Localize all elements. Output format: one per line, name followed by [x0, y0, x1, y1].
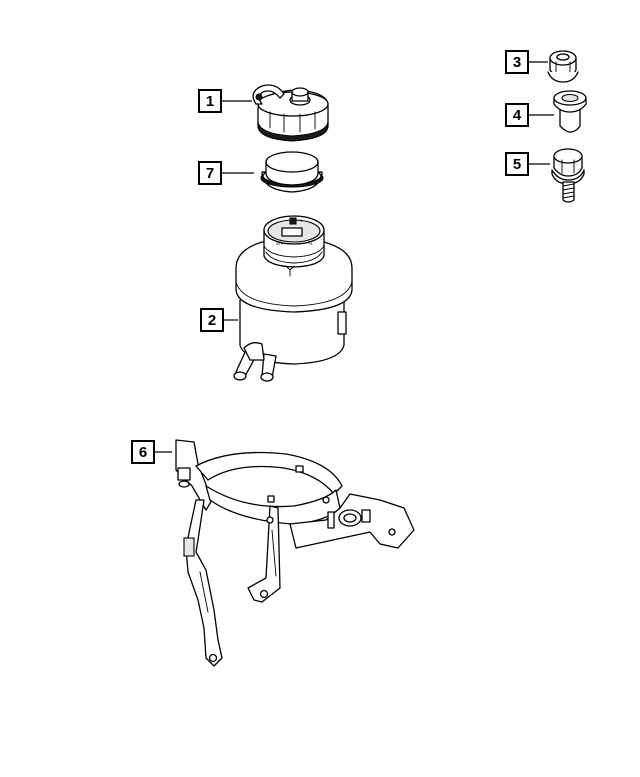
callout-6: 6 — [131, 440, 172, 464]
callout-5: 5 — [505, 152, 550, 176]
callout-2-label: 2 — [208, 312, 216, 329]
callout-5-label: 5 — [513, 156, 521, 173]
part-5-bolt — [551, 148, 585, 203]
part-7-filter-cap — [260, 151, 324, 193]
callout-4-label: 4 — [513, 107, 522, 124]
callout-1-label: 1 — [206, 93, 214, 110]
cap-marking-a: ATF — [276, 241, 284, 246]
cap-marking-c: 1 — [300, 218, 303, 223]
callout-2: 2 — [200, 308, 238, 332]
callout-4: 4 — [505, 103, 554, 127]
part-1-reservoir-cap — [252, 84, 329, 142]
callout-3-label: 3 — [513, 54, 521, 71]
callout-7-label: 7 — [206, 165, 214, 182]
part-4-spacer — [553, 90, 587, 133]
part-2-reservoir: ATF +4 1 — [233, 215, 353, 382]
cap-marking-b: +4 — [308, 241, 313, 246]
callout-3: 3 — [505, 50, 548, 74]
part-6-bracket — [175, 439, 415, 667]
callout-6-label: 6 — [139, 444, 147, 461]
part-3-nut — [547, 50, 579, 83]
callout-7: 7 — [198, 161, 254, 185]
callout-1: 1 — [198, 89, 252, 113]
